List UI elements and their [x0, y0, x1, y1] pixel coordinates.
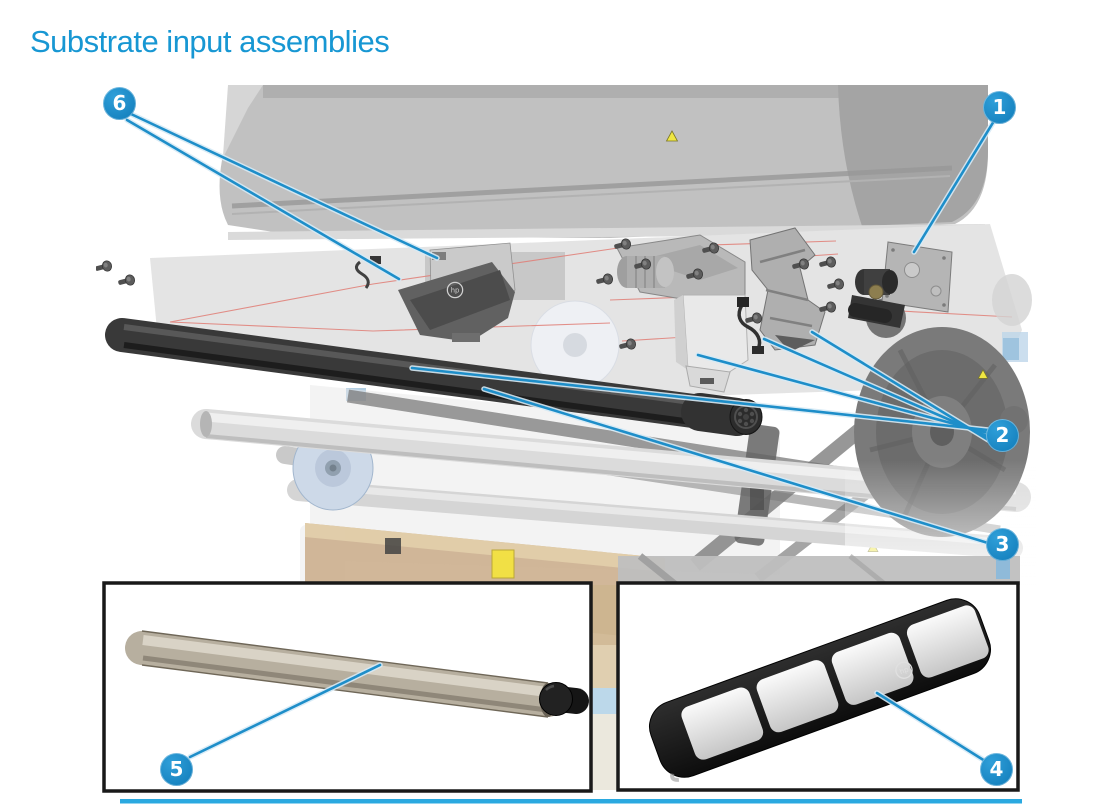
bottom-divider	[120, 799, 1022, 804]
callout-2: 2	[986, 419, 1019, 452]
lattice-bracket	[749, 227, 826, 352]
exploded-parts	[96, 227, 953, 393]
media-platen	[649, 598, 991, 782]
callout-4: 4	[980, 753, 1013, 786]
left-sensor-bracket	[355, 242, 516, 342]
main-illustration	[96, 85, 1036, 790]
beige-roller	[125, 630, 589, 718]
drive-motor-assembly	[848, 241, 953, 328]
inset-leader-lines	[187, 662, 988, 764]
callout-6: 6	[103, 87, 136, 120]
sensor-cable	[737, 297, 764, 354]
callout-1: 1	[983, 91, 1016, 124]
inset-right	[616, 581, 1020, 792]
leader-lines	[124, 111, 997, 546]
callout-5: 5	[160, 753, 193, 786]
page-title: Substrate input assemblies	[30, 24, 390, 59]
callout-3: 3	[986, 528, 1019, 561]
